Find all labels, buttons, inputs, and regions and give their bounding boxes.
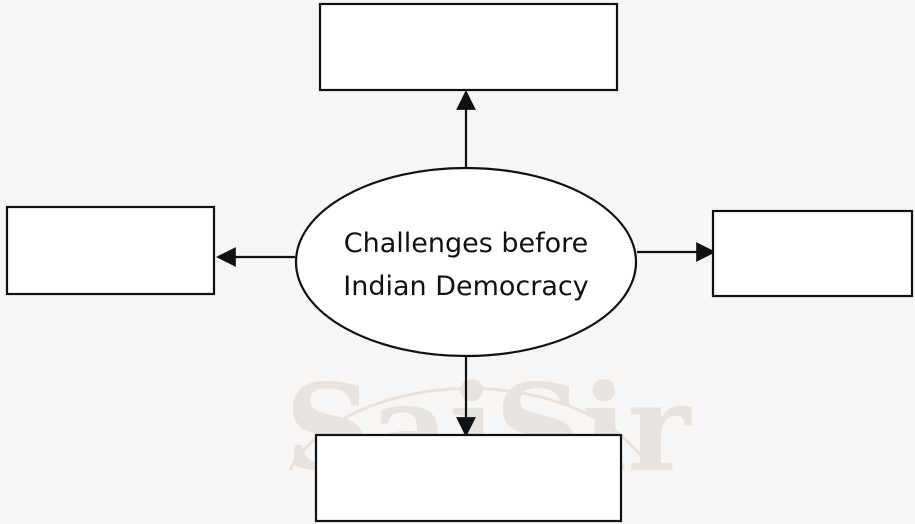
center-label-line-2: Indian Democracy	[343, 271, 589, 302]
left-box[interactable]	[5, 205, 216, 296]
top-box[interactable]	[318, 2, 619, 92]
bottom-box[interactable]	[314, 433, 623, 523]
center-ellipse	[294, 166, 638, 358]
center-label-line-1: Challenges before	[344, 228, 589, 259]
right-box[interactable]	[711, 209, 914, 298]
